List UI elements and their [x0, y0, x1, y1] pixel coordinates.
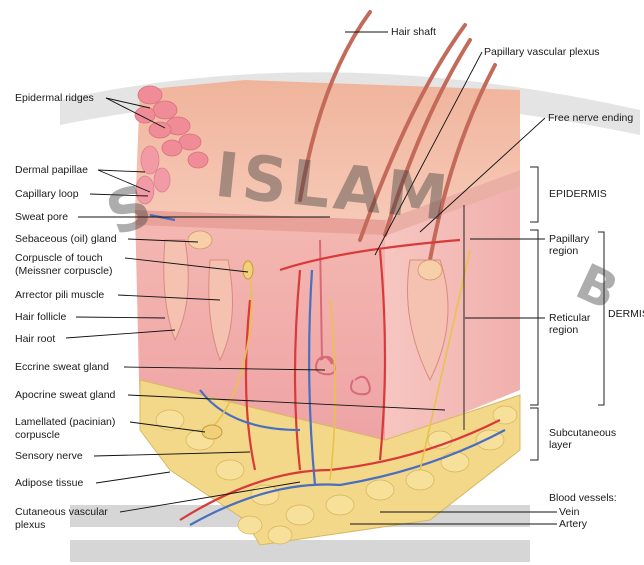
label-papillary-region: Papillary — [549, 233, 589, 245]
label-hair-root: Hair root — [15, 333, 55, 345]
label-corpuscle-of-touch: Corpuscle of touch — [15, 252, 103, 264]
label-epidermal-ridges: Epidermal ridges — [15, 92, 94, 104]
label-eccrine-gland: Eccrine sweat gland — [15, 361, 109, 373]
label-subcutaneous-layer: Subcutaneous — [549, 427, 616, 439]
label-artery: Artery — [559, 518, 587, 530]
label-dermis: DERMIS — [608, 308, 644, 320]
label-blood-vessels: Blood vessels: — [549, 492, 617, 504]
label-subcutaneous-layer-2: layer — [549, 439, 572, 451]
label-apocrine-gland: Apocrine sweat gland — [15, 389, 115, 401]
label-reticular-region-2: region — [549, 324, 578, 336]
label-corpuscle-of-touch-2: (Meissner corpuscle) — [15, 265, 112, 277]
label-sensory-nerve: Sensory nerve — [15, 450, 83, 462]
label-papillary-region-2: region — [549, 245, 578, 257]
watermark-band — [70, 540, 530, 562]
label-arrector-pili: Arrector pili muscle — [15, 289, 104, 301]
label-vein: Vein — [559, 506, 579, 518]
label-free-nerve-ending: Free nerve ending — [548, 112, 633, 124]
label-adipose-tissue: Adipose tissue — [15, 477, 83, 489]
label-dermal-papillae: Dermal papillae — [15, 164, 88, 176]
label-reticular-region: Reticular — [549, 312, 590, 324]
label-lamellated-corpuscle: Lamellated (pacinian) — [15, 416, 115, 428]
label-cutaneous-plexus: Cutaneous vascular — [15, 506, 108, 518]
label-sebaceous-gland: Sebaceous (oil) gland — [15, 233, 117, 245]
label-capillary-loop: Capillary loop — [15, 188, 79, 200]
label-cutaneous-plexus-2: plexus — [15, 519, 45, 531]
label-sweat-pore: Sweat pore — [15, 211, 68, 223]
label-lamellated-corpuscle-2: corpuscle — [15, 429, 60, 441]
label-epidermis: EPIDERMIS — [549, 188, 607, 200]
meissner-corpuscle — [243, 261, 253, 279]
label-hair-follicle: Hair follicle — [15, 311, 66, 323]
label-hair-shaft: Hair shaft — [391, 26, 436, 38]
label-papillary-vascular-plexus: Papillary vascular plexus — [484, 46, 600, 58]
